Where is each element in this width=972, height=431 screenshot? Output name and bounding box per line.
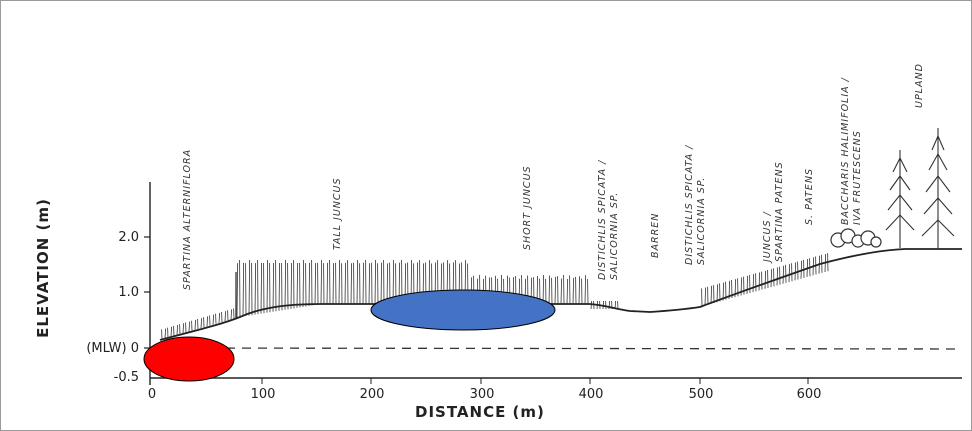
- vegetation-stroke: [314, 263, 316, 306]
- x-axis-title: DISTANCE (m): [415, 403, 545, 421]
- vegetation-stroke: [566, 278, 568, 305]
- vegetation-stroke: [344, 262, 346, 305]
- x-tick-label: 100: [251, 387, 276, 402]
- vegetation-stroke: [302, 259, 304, 307]
- vegetation-stroke: [746, 275, 748, 294]
- pine-tree-icon: [921, 128, 955, 249]
- pine-tree-icon: [885, 150, 915, 248]
- zone-label: IVA FRUTESCENS: [852, 130, 863, 225]
- y-axis-title: ELEVATION (m): [34, 198, 52, 338]
- vegetation-stroke: [230, 309, 232, 320]
- vegetation-stroke: [290, 262, 292, 309]
- vegetation-stroke: [194, 319, 196, 330]
- vegetation-stroke: [548, 275, 550, 305]
- vegetation-stroke: [752, 274, 754, 293]
- vegetation-stroke: [374, 260, 376, 305]
- x-tick-label: 600: [797, 387, 822, 402]
- vegetation-stroke: [224, 311, 226, 322]
- vegetation-stroke: [272, 263, 274, 312]
- vegetation-stroke: [212, 314, 214, 325]
- vegetation-stroke: [368, 263, 370, 305]
- vegetation-stroke: [278, 262, 280, 311]
- vegetation-stroke: [326, 262, 328, 305]
- x-tick-label: 200: [360, 387, 385, 402]
- red-ellipse-marker: [143, 336, 235, 382]
- vegetation-stroke: [362, 262, 364, 305]
- vegetation-stroke: [572, 277, 574, 305]
- vegetation-stroke: [332, 263, 334, 305]
- ground-elevation-profile-line: [159, 248, 962, 341]
- vegetation-stroke: [704, 287, 706, 306]
- x-tick-label: 0: [148, 387, 156, 402]
- zone-label: SALICORNIA SP.: [609, 192, 620, 280]
- y-tick-label: -0.5: [114, 370, 139, 385]
- vegetation-stroke: [782, 265, 784, 284]
- vegetation-stroke: [320, 260, 322, 305]
- vegetation-stroke: [164, 328, 166, 339]
- vegetation-stroke: [356, 260, 358, 305]
- blue-ellipse-marker: [370, 289, 556, 331]
- zone-label: SALICORNIA SP.: [696, 177, 707, 265]
- vegetation-stroke: [584, 275, 586, 305]
- vegetation-stroke: [242, 262, 244, 317]
- vegetation-stroke: [254, 263, 256, 315]
- vegetation-stroke: [170, 326, 172, 337]
- vegetation-stroke: [266, 259, 268, 313]
- vegetation-stroke: [758, 272, 760, 291]
- vegetation-stroke: [716, 284, 718, 303]
- zone-label: TALL JUNCUS: [332, 177, 343, 250]
- mean-low-water-dashed-line: [161, 347, 963, 350]
- vegetation-stroke: [776, 267, 778, 286]
- vegetation-stroke: [710, 285, 712, 304]
- vegetation-stroke: [188, 321, 190, 332]
- vegetation-stroke: [296, 263, 298, 308]
- zone-label: DISTICHLIS SPICATA /: [684, 144, 695, 265]
- zone-label: DISTICHLIS SPICATA /: [597, 159, 608, 280]
- x-tick-label: 300: [470, 387, 495, 402]
- vegetation-stroke: [380, 262, 382, 305]
- vegetation-stroke: [182, 323, 184, 334]
- vegetation-stroke: [218, 312, 220, 323]
- vegetation-stroke: [284, 259, 286, 310]
- y-tick-label: 2.0: [118, 230, 139, 245]
- y-tick-label: 1.0: [118, 285, 139, 300]
- vegetation-stroke: [764, 270, 766, 289]
- vegetation-stroke: [542, 275, 544, 305]
- vegetation-stroke: [260, 262, 262, 314]
- zone-label: S. PATENS: [804, 168, 815, 225]
- shrub-cluster: [830, 228, 882, 248]
- vegetation-stroke: [308, 262, 310, 306]
- vegetation-stroke: [236, 263, 238, 318]
- zone-label: BARREN: [650, 213, 661, 258]
- vegetation-stroke: [554, 277, 556, 305]
- vegetation-stroke: [248, 259, 250, 316]
- zone-label: BACCHARIS HALIMIFOLIA /: [840, 76, 851, 225]
- vegetation-stroke: [770, 269, 772, 288]
- vegetation-stroke: [176, 325, 178, 336]
- zone-label: SHORT JUNCUS: [522, 165, 533, 250]
- x-tick-label: 500: [689, 387, 714, 402]
- vegetation-stroke: [386, 263, 388, 305]
- zone-label: SPARTINA PATENS: [774, 161, 785, 262]
- vegetation-stroke: [560, 278, 562, 305]
- vegetation-stroke: [206, 316, 208, 327]
- zone-label: UPLAND: [914, 63, 925, 108]
- vegetation-stroke: [200, 318, 202, 329]
- zone-label-group: SPARTINA ALTERNIFLORA TALL JUNCUS SHORT JU…: [182, 63, 925, 290]
- y-tick-label: (MLW) 0: [86, 341, 139, 356]
- vegetation-stroke: [338, 260, 340, 305]
- vegetation-stroke: [794, 262, 796, 281]
- vegetation-stroke: [578, 276, 580, 305]
- vegetation-stroke: [350, 263, 352, 305]
- x-tick-label: 400: [579, 387, 604, 402]
- vegetation-stroke: [788, 264, 790, 283]
- zone-label: SPARTINA ALTERNIFLORA: [182, 149, 193, 290]
- zone-label: JUNCUS /: [762, 211, 773, 264]
